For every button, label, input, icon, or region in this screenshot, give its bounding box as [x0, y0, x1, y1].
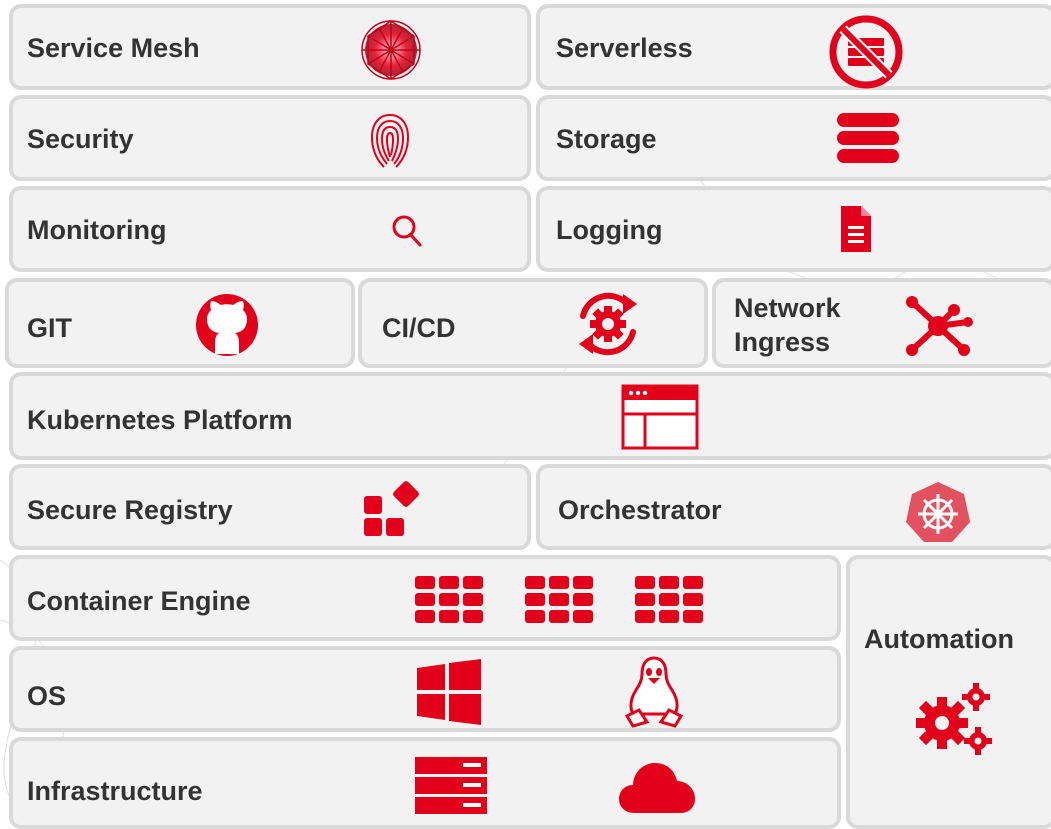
- cycle-gear-icon: [573, 288, 643, 360]
- tile-label: Service Mesh: [27, 33, 200, 63]
- tile-serverless[interactable]: Serverless: [536, 4, 1051, 90]
- tile-container-engine[interactable]: Container Engine: [9, 555, 841, 641]
- tile-label: OS: [27, 681, 67, 711]
- tile-secure-registry[interactable]: Secure Registry: [9, 464, 531, 550]
- database-icon: [835, 111, 901, 167]
- tile-orchestrator[interactable]: Orchestrator: [536, 464, 1051, 550]
- tile-service-mesh[interactable]: Service Mesh: [9, 4, 531, 90]
- tile-monitoring[interactable]: Monitoring: [9, 186, 531, 272]
- linux-tux-icon: [623, 656, 685, 728]
- tile-label: Infrastructure: [27, 776, 203, 806]
- tile-label: Container Engine: [27, 586, 251, 616]
- github-icon: [194, 292, 260, 358]
- tile-infrastructure[interactable]: Infrastructure: [9, 737, 841, 829]
- tile-network-ingress[interactable]: Network Ingress: [712, 278, 1051, 368]
- tile-label: Security: [27, 124, 134, 154]
- no-server-icon: [828, 14, 904, 90]
- tile-label: Secure Registry: [27, 495, 233, 525]
- magnifier-icon: [391, 214, 423, 248]
- tile-kubernetes-platform[interactable]: Kubernetes Platform: [9, 372, 1051, 460]
- tile-label: Orchestrator: [558, 495, 722, 525]
- kubernetes-helm-icon: [904, 480, 972, 544]
- server-rack-icon: [413, 755, 489, 817]
- tile-label: Logging: [556, 215, 663, 245]
- tile-os[interactable]: OS: [9, 646, 841, 732]
- registry-blocks-icon: [362, 480, 424, 540]
- tile-automation[interactable]: Automation: [846, 555, 1051, 829]
- tile-label: Storage: [556, 124, 657, 154]
- mesh-sphere-icon: [359, 18, 423, 82]
- gears-icon: [912, 677, 996, 761]
- tile-label: Kubernetes Platform: [27, 405, 293, 435]
- browser-window-icon: [621, 384, 699, 450]
- document-icon: [839, 204, 873, 254]
- fingerprint-icon: [368, 111, 412, 169]
- cloud-icon: [617, 759, 697, 815]
- tile-label: GIT: [27, 313, 72, 343]
- tile-security[interactable]: Security: [9, 95, 531, 181]
- tile-logging[interactable]: Logging: [536, 186, 1051, 272]
- tile-git[interactable]: GIT: [5, 278, 355, 368]
- tile-label: CI/CD: [382, 313, 456, 343]
- network-hub-icon: [902, 292, 974, 360]
- tile-storage[interactable]: Storage: [536, 95, 1051, 181]
- tile-label-line1: Network: [734, 293, 841, 323]
- container-grid-icon: [413, 575, 705, 625]
- tile-label: Monitoring: [27, 215, 167, 245]
- tile-label: Automation: [864, 624, 1014, 654]
- tile-label-line2: Ingress: [734, 327, 831, 357]
- tile-label: Serverless: [556, 33, 693, 63]
- tile-cicd[interactable]: CI/CD: [358, 278, 708, 368]
- windows-icon: [415, 658, 483, 726]
